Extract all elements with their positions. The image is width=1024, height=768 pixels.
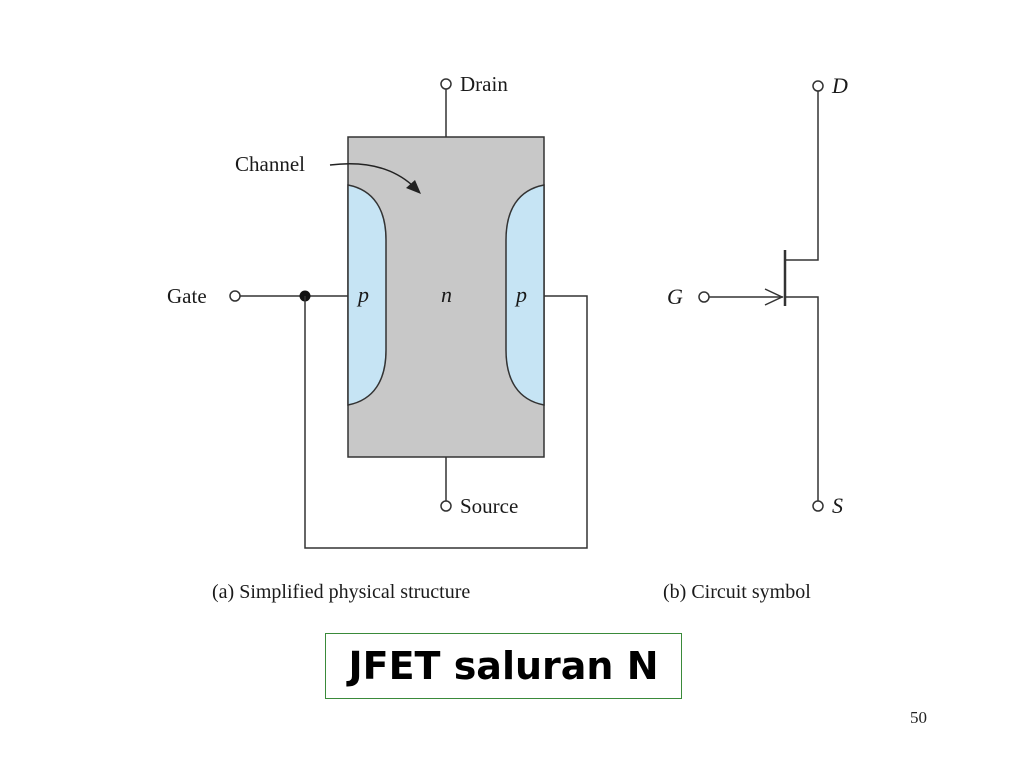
s-label: S xyxy=(832,493,843,518)
physical-structure: Drain Source Gate p n p Channel (a) Simp… xyxy=(167,72,588,603)
source-label: Source xyxy=(460,494,518,518)
d-label: D xyxy=(831,73,848,98)
source-lead xyxy=(785,296,819,501)
gate-terminal xyxy=(229,290,241,302)
s-terminal xyxy=(812,500,824,512)
n-label: n xyxy=(441,282,452,307)
p-region-right xyxy=(505,184,545,406)
caption-symbol: (b) Circuit symbol xyxy=(663,581,811,603)
drain-lead xyxy=(785,91,819,261)
channel-arrow-head xyxy=(406,180,421,194)
gate-label: Gate xyxy=(167,284,207,308)
caption-physical: (a) Simplified physical structure xyxy=(212,581,470,603)
circuit-symbol: D S G (b) Circuit symbol xyxy=(663,73,848,603)
channel-arrow xyxy=(329,162,413,186)
gate-arrow-icon xyxy=(764,288,784,306)
g-terminal xyxy=(698,291,710,303)
page-number: 50 xyxy=(910,708,927,727)
p-left-label: p xyxy=(356,282,369,307)
gate-return-wire xyxy=(304,295,588,549)
drain-label: Drain xyxy=(460,72,508,96)
channel-label: Channel xyxy=(235,152,305,176)
d-terminal xyxy=(812,80,824,92)
g-label: G xyxy=(667,284,683,309)
drain-terminal xyxy=(440,78,452,90)
p-right-label: p xyxy=(514,282,527,307)
source-terminal xyxy=(440,500,452,512)
slide-title: JFET saluran N xyxy=(325,633,682,699)
p-region-left xyxy=(347,184,387,406)
